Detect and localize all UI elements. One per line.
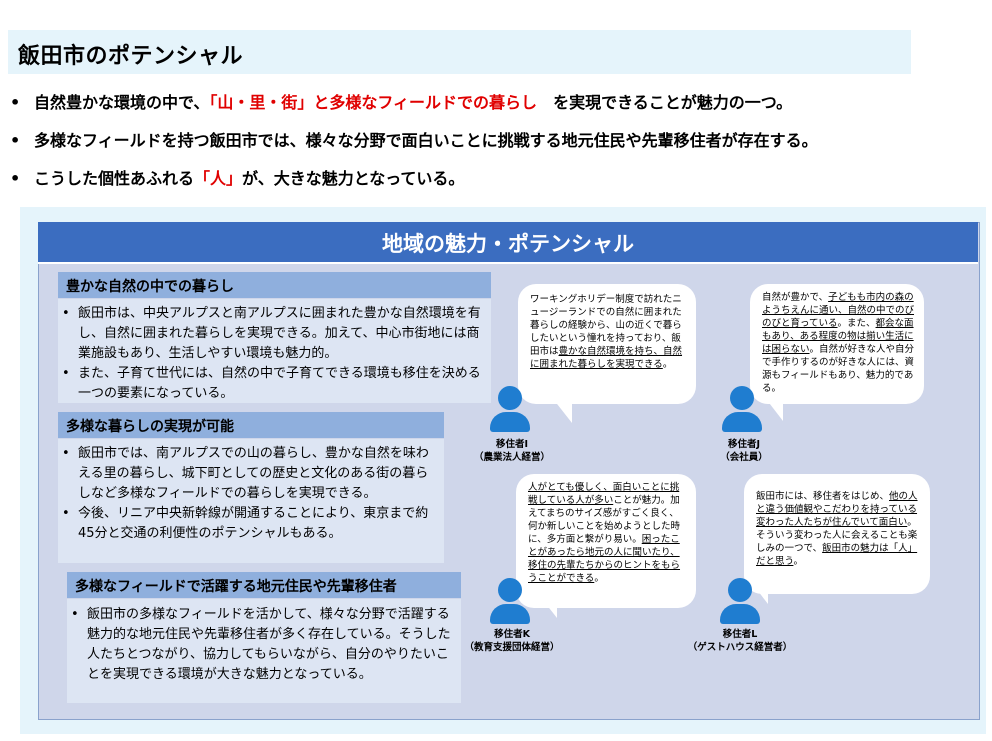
testimonial-bubble-j: 自然が豊かで、子どもも市内の森のようちえんに通い、自然の中でのびのびと育っている…	[750, 284, 924, 404]
person-label-k: 移住者K （教育支援団体経営）	[464, 629, 560, 653]
testimonial-segment: 。また、	[837, 318, 876, 329]
person-label-j: 移住者J （会社員）	[720, 439, 768, 463]
summary-bullet: • 自然豊かな環境の中で、「山・里・街」と多様なフィールドでの暮らし を実現でき…	[10, 93, 793, 112]
bullet-highlight: 「人」	[194, 169, 243, 188]
panel-header: 地域の魅力・ポテンシャル	[38, 222, 978, 264]
summary-bullet: • こうした個性あふれる「人」が、大きな魅力となっている。	[10, 169, 465, 188]
list-item: 飯田市では、南アルプスでの山の暮らし、豊かな自然を味わえる里の暮らし、城下町とし…	[58, 444, 438, 504]
summary-bullets: • 自然豊かな環境の中で、「山・里・街」と多様なフィールドでの暮らし を実現でき…	[10, 92, 985, 206]
testimonial-emphasis: 都会な面もあり、ある程度の物は揃い生活には困らない	[762, 318, 914, 355]
testimonial-segment: 。自然が好きな人や自分で手作りするのが好きな人には、資源もフィールドもあり、魅力…	[762, 344, 915, 394]
testimonial-bubble-k: 人がとても優しく、面白いことに挑戦している人が多いことが魅力。加えてまちのサイズ…	[516, 474, 696, 608]
testimonial-emphasis: 他の人と違う価値観やこだわりを持っている変わった人たちが住んでいて面白い	[756, 491, 918, 528]
testimonial-text: 飯田市には、移住者をはじめ、他の人と違う価値観やこだわりを持っている変わった人た…	[756, 491, 918, 567]
testimonial-segment: ワーキングホリデー制度で訪れたニュージーランドでの自然に囲まれた暮らしの経験から…	[530, 294, 682, 357]
list-item: また、子育て世代には、自然の中で子育てできる環境も移住を決める一つの要素になって…	[58, 364, 485, 404]
person-icon	[488, 578, 532, 624]
person-label-i: 移住者I （農業法人経営）	[473, 439, 550, 463]
person-icon	[720, 386, 764, 432]
person-label-l: 移住者L （ゲストハウス経営者）	[687, 629, 793, 653]
section-body: 飯田市は、中央アルプスと南アルプスに囲まれた豊かな自然環境を有し、自然に囲まれた…	[58, 299, 491, 403]
bullet-text: 自然豊かな環境の中で、	[34, 93, 210, 112]
page-title: 飯田市のポテンシャル	[18, 44, 244, 69]
summary-bullet: • 多様なフィールドを持つ飯田市では、様々な分野で面白いことに挑戦する地元住民や…	[10, 131, 818, 150]
testimonial-emphasis: 豊かな自然環境を持ち、自然に囲まれた暮らしを実現できる	[530, 346, 683, 370]
testimonial-segment: 飯田市には、移住者をはじめ、	[756, 491, 890, 502]
testimonial-bubble-l: 飯田市には、移住者をはじめ、他の人と違う価値観やこだわりを持っている変わった人た…	[744, 474, 930, 594]
testimonial-emphasis: 人がとても優しく、面白いことに挑戦している人が多い	[528, 482, 680, 506]
person-icon	[488, 386, 532, 432]
bullet-text: こうした個性あふれる	[34, 169, 195, 188]
panel-title: 地域の魅力・ポテンシャル	[382, 232, 634, 256]
testimonial-segment: 自然が豊かで、	[762, 292, 829, 303]
testimonial-text: 自然が豊かで、子どもも市内の森のようちえんに通い、自然の中でのびのびと育っている…	[762, 292, 914, 394]
person-icon	[718, 578, 762, 624]
testimonial-bubble-i: ワーキングホリデー制度で訪れたニュージーランドでの自然に囲まれた暮らしの経験から…	[518, 284, 696, 404]
list-item: 飯田市の多様なフィールドを活かして、様々な分野で活躍する魅力的な地元住民や先輩移…	[67, 605, 453, 685]
section-heading: 豊かな自然の中での暮らし	[58, 272, 491, 298]
testimonial-text: 人がとても優しく、面白いことに挑戦している人が多いことが魅力。加えてまちのサイズ…	[528, 482, 680, 584]
testimonial-segment: 。	[793, 556, 803, 567]
bullet-text: 多様なフィールドを持つ飯田市では、様々な分野で面白いことに挑戦する地元住民や先輩…	[34, 131, 818, 150]
testimonial-emphasis: 子どもも市内の森のようちえんに通い、自然の中でのびのびと育っている	[762, 292, 915, 329]
section-body: 飯田市では、南アルプスでの山の暮らし、豊かな自然を味わえる里の暮らし、城下町とし…	[58, 439, 444, 563]
testimonial-segment: 。	[594, 573, 604, 584]
bullet-text: を実現できることが魅力の一つ。	[537, 93, 793, 112]
section-heading: 多様な暮らしの実現が可能	[58, 412, 444, 438]
testimonial-emphasis: 困ったことがあったら地元の人に聞いたり、移住の先輩たちからのヒントをもらうことが…	[528, 534, 681, 584]
testimonial-emphasis: 飯田市の魅力は「人」だと思う	[756, 543, 918, 567]
section-heading: 多様なフィールドで活躍する地元住民や先輩移住者	[67, 572, 461, 598]
bullet-highlight: 「山・里・街」と多様なフィールドでの暮らし	[209, 93, 538, 112]
testimonial-text: ワーキングホリデー制度で訪れたニュージーランドでの自然に囲まれた暮らしの経験から…	[530, 294, 682, 370]
list-item: 飯田市は、中央アルプスと南アルプスに囲まれた豊かな自然環境を有し、自然に囲まれた…	[58, 304, 485, 364]
section-body: 飯田市の多様なフィールドを活かして、様々な分野で活躍する魅力的な地元住民や先輩移…	[67, 599, 461, 703]
testimonial-segment: ことが魅力。加えてまちのサイズ感がすごく良く、何か新しいことを始めようとした時に…	[528, 495, 681, 545]
testimonial-segment: 。	[662, 359, 673, 370]
bullet-text: が、大きな魅力となっている。	[242, 169, 465, 188]
testimonial-segment: 。そういう変わった人に会えることも楽しみの一つで、	[756, 517, 918, 554]
list-item: 今後、リニア中央新幹線が開通することにより、東京まで約45分と交通の利便性のポテ…	[58, 504, 438, 544]
title-bar: 飯田市のポテンシャル	[8, 30, 911, 74]
